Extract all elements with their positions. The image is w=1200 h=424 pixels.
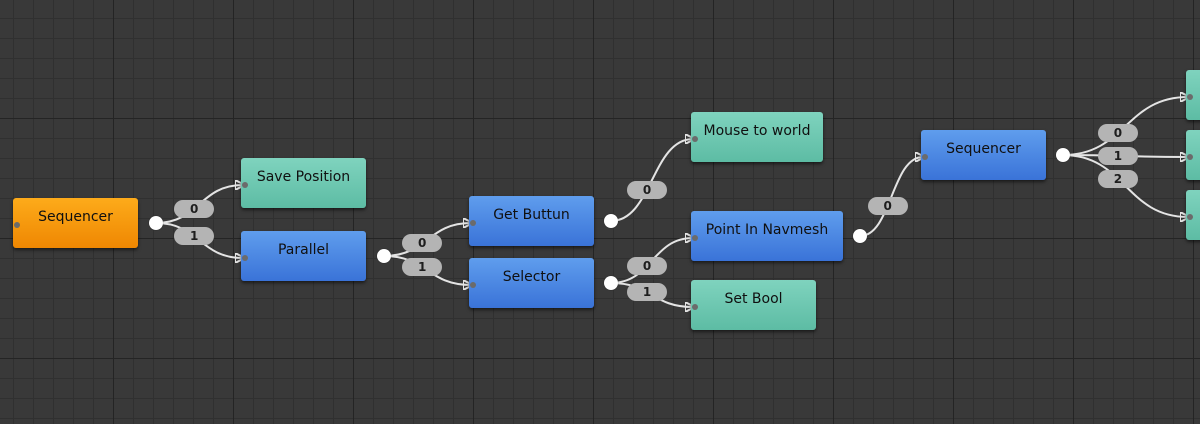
node-set-bool-n8[interactable]: Set Bool: [691, 280, 816, 330]
edge-index-label: 1: [1097, 146, 1138, 165]
node-selector-n5[interactable]: Selector: [469, 258, 594, 308]
output-port-icon-n9[interactable]: [1056, 148, 1070, 162]
node-label: Get Buttun: [493, 207, 570, 223]
node-label: Set Bool: [724, 291, 783, 307]
input-port-icon[interactable]: [1187, 94, 1193, 100]
node-label: Selector: [502, 269, 561, 285]
node-label: Point In Navmesh: [705, 222, 829, 238]
input-port-icon[interactable]: [242, 182, 248, 188]
node-save-position-n2[interactable]: Save Position: [241, 158, 366, 208]
input-port-icon[interactable]: [1187, 214, 1193, 220]
input-port-icon[interactable]: [470, 282, 476, 288]
edge-index-label: 0: [174, 199, 215, 218]
edge-index-label: 0: [402, 234, 443, 253]
node-unnamed-n10[interactable]: [1186, 70, 1200, 120]
node-label: Parallel: [277, 242, 329, 258]
node-mouse-to-world-n6[interactable]: Mouse to world: [691, 112, 823, 162]
edge-index-label: 1: [174, 227, 215, 246]
node-unnamed-n12[interactable]: [1186, 190, 1200, 240]
node-get-buttun-n4[interactable]: Get Buttun: [469, 196, 594, 246]
output-port-icon-n7[interactable]: [853, 229, 867, 243]
node-label: Sequencer: [38, 209, 113, 225]
output-port-icon-n4[interactable]: [604, 214, 618, 228]
edge-index-label: 1: [402, 258, 443, 277]
node-sequencer-n1[interactable]: Sequencer: [13, 198, 138, 248]
edge-index-label: 0: [627, 256, 668, 275]
input-port-icon[interactable]: [1187, 154, 1193, 160]
node-label: Save Position: [256, 169, 351, 185]
node-label: Mouse to world: [703, 123, 811, 139]
output-port-icon-n3[interactable]: [377, 249, 391, 263]
input-port-icon[interactable]: [14, 222, 20, 228]
input-port-icon[interactable]: [470, 220, 476, 226]
node-sequencer-n9[interactable]: Sequencer: [921, 130, 1046, 180]
node-point-in-navmesh-n7[interactable]: Point In Navmesh: [691, 211, 843, 261]
input-port-icon[interactable]: [692, 136, 698, 142]
input-port-icon[interactable]: [922, 154, 928, 160]
node-parallel-n3[interactable]: Parallel: [241, 231, 366, 281]
edge-index-label: 0: [1097, 123, 1138, 142]
node-unnamed-n11[interactable]: [1186, 130, 1200, 180]
edge-index-label: 2: [1097, 169, 1138, 188]
edge-index-label: 1: [627, 283, 668, 302]
node-label: Sequencer: [946, 141, 1021, 157]
edge-index-label: 0: [627, 180, 668, 199]
input-port-icon[interactable]: [242, 255, 248, 261]
output-port-icon-n5[interactable]: [604, 276, 618, 290]
edge-index-label: 0: [867, 196, 908, 215]
input-port-icon[interactable]: [692, 304, 698, 310]
output-port-icon-n1[interactable]: [149, 216, 163, 230]
input-port-icon[interactable]: [692, 235, 698, 241]
